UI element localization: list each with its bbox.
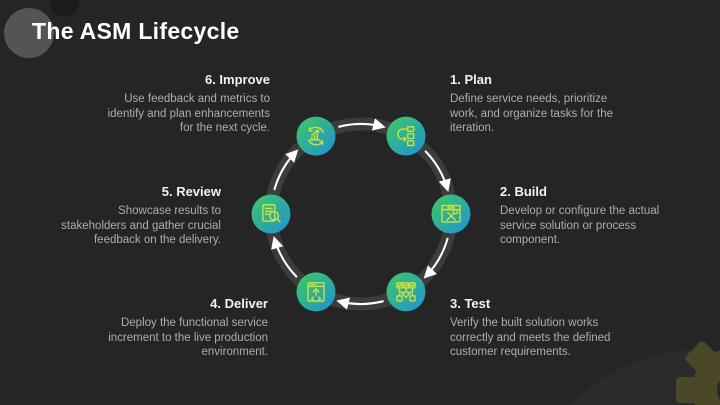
stage-test-description: Verify the built solution works correctl… [450,317,611,358]
gear-icon [676,339,720,405]
deliver-icon [307,281,325,302]
stage-plan: 1. Plan Define service needs, prioritize… [450,72,650,136]
plan-icon [397,126,415,147]
stage-review-label: 5. Review [161,184,221,199]
cycle-arrow-build-to-test [423,237,449,279]
stage-build-description: Develop or configure the actual service … [500,205,660,246]
stage-deliver: 4. Deliver Deploy the functional service… [58,296,268,360]
stage-plan-description: Define service needs, prioritize work, a… [450,93,613,134]
cycle-arrow-plan-to-build [424,150,451,193]
stage-review: 5. Review Showcase results to stakeholde… [21,184,221,248]
stage-deliver-description: Deploy the functional service increment … [108,317,268,358]
test-icon [396,282,416,302]
decor-circle-gray [4,8,54,58]
page-title: The ASM Lifecycle [32,18,240,44]
cycle-arrow-deliver-to-review [271,235,298,278]
stage-test: 3. Test Verify the built solution works … [450,296,650,360]
cycle-ring [264,117,458,311]
stage-node-review [251,194,291,234]
stage-node-build [431,194,471,234]
cycle-arrow-test-to-deliver [336,297,384,310]
stage-node-plan [386,116,426,156]
lifecycle-diagram [251,116,471,312]
stage-deliver-label: 4. Deliver [210,296,268,311]
stage-improve-description: Use feedback and metrics to identify and… [107,93,270,134]
review-icon [262,204,281,223]
improve-icon [308,126,324,146]
stage-improve-label: 6. Improve [204,72,270,87]
build-icon [441,204,461,223]
stage-test-label: 3. Test [450,296,491,311]
cycle-arrow-review-to-improve [273,149,299,191]
stage-node-improve [296,116,336,156]
stage-review-description: Showcase results to stakeholders and gat… [61,205,221,246]
stage-build-label: 2. Build [500,184,547,199]
stage-improve: 6. Improve Use feedback and metrics to i… [60,72,270,136]
decor-circle-dark [50,0,79,17]
cycle-arrow-improve-to-plan [338,118,386,131]
stage-plan-label: 1. Plan [450,72,492,87]
stage-build: 2. Build Develop or configure the actual… [500,184,700,248]
